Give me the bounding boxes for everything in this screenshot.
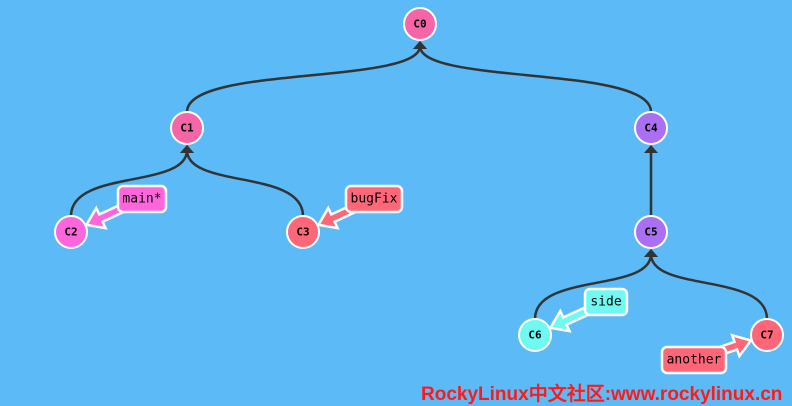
branch-label-box[interactable] [583, 287, 629, 317]
commit-node[interactable] [750, 318, 784, 352]
branch-name: bugFix [351, 192, 398, 207]
arrowhead-icon [180, 145, 194, 153]
commit-C2[interactable]: C2 [54, 215, 88, 249]
commit-id: C2 [64, 226, 77, 239]
branch-bugFix[interactable]: bugFix [316, 184, 404, 230]
edge-C3-C1 [185, 149, 305, 217]
commit-node[interactable] [403, 7, 437, 41]
branch-main[interactable]: main* [84, 184, 168, 230]
branch-name: side [590, 295, 621, 310]
edge-C7-C5 [649, 253, 769, 320]
arrowhead-icon [644, 249, 658, 257]
commit-node[interactable] [54, 215, 88, 249]
commit-node[interactable] [634, 111, 668, 145]
commit-C6[interactable]: C6 [518, 318, 552, 352]
commit-id: C0 [413, 18, 426, 31]
commit-node[interactable] [286, 215, 320, 249]
commit-node[interactable] [170, 111, 204, 145]
commit-C5[interactable]: C5 [634, 215, 668, 249]
commit-node[interactable] [518, 318, 552, 352]
branch-another[interactable]: another [660, 333, 754, 375]
commit-C1[interactable]: C1 [170, 111, 204, 145]
edge-C6-C5 [533, 253, 653, 320]
arrowhead-icon [644, 145, 658, 153]
arrowhead-icon [413, 41, 427, 49]
branch-label-box[interactable] [344, 184, 404, 214]
commit-id: C6 [528, 329, 542, 342]
commit-id: C4 [644, 122, 658, 135]
commit-C7[interactable]: C7 [750, 318, 784, 352]
commit-id: C7 [760, 329, 773, 342]
commit-id: C5 [644, 226, 657, 239]
watermark: RockyLinux中文社区:www.rockylinux.cn [421, 384, 783, 405]
edge-C2-C1 [69, 149, 189, 217]
branch-label-box[interactable] [116, 184, 168, 214]
branch-side[interactable]: side [548, 287, 629, 333]
commit-C3[interactable]: C3 [286, 215, 320, 249]
commit-id: C3 [296, 226, 309, 239]
branch-name: main* [122, 192, 161, 207]
commit-C0[interactable]: C0 [403, 7, 437, 41]
branch-label-box[interactable] [660, 345, 728, 375]
edge-C1-C0 [185, 45, 422, 113]
commit-node[interactable] [634, 215, 668, 249]
commit-id: C1 [180, 122, 194, 135]
edge-C4-C0 [418, 45, 653, 113]
commit-C4[interactable]: C4 [634, 111, 668, 145]
branch-name: another [667, 353, 722, 368]
